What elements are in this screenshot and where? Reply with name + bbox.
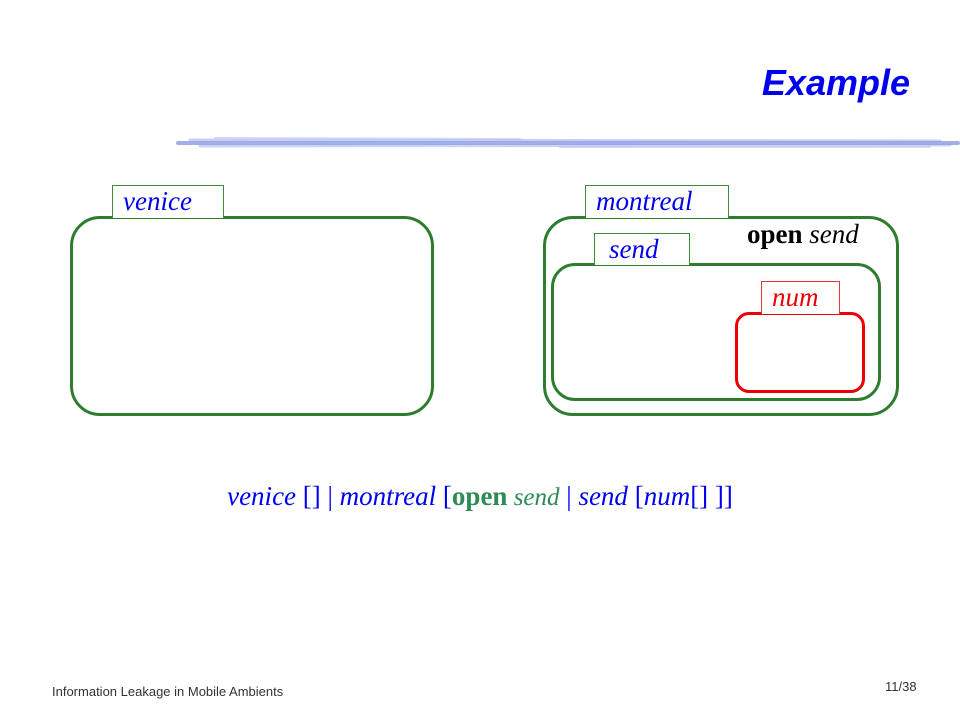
- venice-label: venice: [112, 185, 224, 218]
- formula-venice-body: [] |: [296, 481, 340, 511]
- open-send-capability: open send: [747, 219, 859, 250]
- formula-send: send: [578, 481, 628, 511]
- venice-ambient-box: [70, 216, 434, 416]
- formula-send-bracket: [: [627, 481, 644, 511]
- montreal-label: montreal: [585, 185, 729, 218]
- send-ambient-box: [551, 263, 881, 401]
- ambient-formula: venice [] | montreal [open send | send […: [0, 481, 960, 512]
- formula-open-keyword: open: [451, 481, 508, 511]
- formula-montreal: montreal: [339, 481, 437, 511]
- formula-num: num: [643, 481, 691, 511]
- send-label: send: [594, 233, 690, 265]
- formula-open-bracket: [: [436, 481, 452, 511]
- slide-title: Example: [761, 62, 910, 103]
- formula-closing: [] ]]: [690, 481, 733, 511]
- formula-venice: venice: [227, 481, 297, 511]
- formula-bar: |: [559, 481, 579, 511]
- title-divider: [176, 137, 960, 148]
- num-ambient-box: [735, 312, 865, 393]
- open-keyword: open: [747, 219, 803, 249]
- footer-page-number: 11/38: [885, 679, 917, 691]
- footer-presentation-title: Information Leakage in Mobile Ambients: [52, 684, 284, 699]
- formula-open-argument: send: [507, 484, 560, 511]
- open-argument: send: [809, 219, 859, 249]
- num-label: num: [761, 281, 840, 314]
